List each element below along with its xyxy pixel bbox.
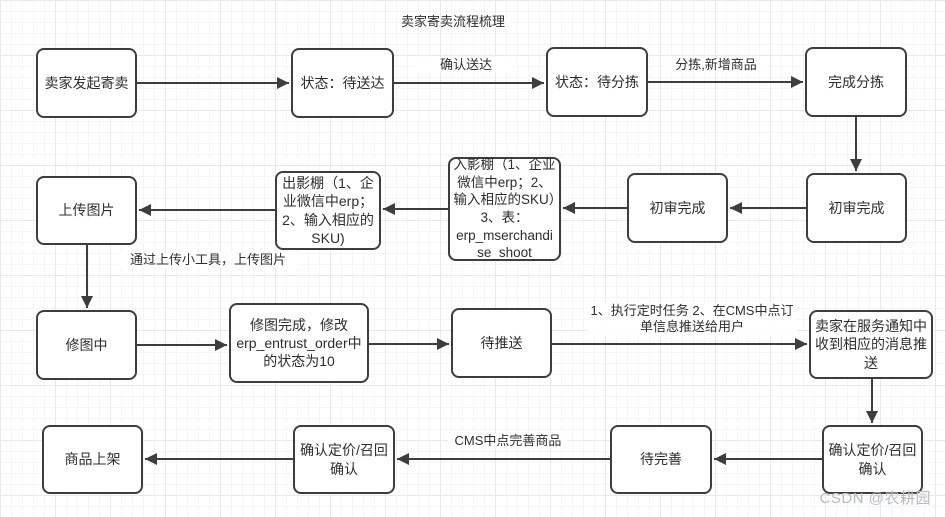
node-first-review-b: 初审完成	[806, 173, 907, 243]
edge-label-cms-complete-product: CMS中点完善商品	[448, 433, 568, 450]
node-product-listed: 商品上架	[42, 425, 143, 494]
node-retouching: 修图中	[36, 310, 137, 380]
edge-label-upload-via-tool: 通过上传小工具，上传图片	[118, 252, 298, 269]
node-wait-complete: 待完善	[610, 425, 712, 494]
node-seller-initiate: 卖家发起寄卖	[36, 48, 137, 118]
node-status-to-sort: 状态：待分拣	[546, 47, 648, 117]
diagram-title: 卖家寄卖流程梳理	[400, 14, 505, 29]
node-first-review-a: 初审完成	[627, 173, 728, 243]
node-wait-push: 待推送	[451, 308, 552, 378]
edge-label-sort-add-product: 分拣,新增商品	[666, 57, 766, 74]
node-retouch-done: 修图完成，修改erp_entrust_order中的状态为10	[229, 303, 369, 383]
edge-label-confirm-delivery: 确认送达	[416, 57, 516, 74]
node-upload-image: 上传图片	[36, 176, 137, 245]
node-status-to-deliver: 状态：待送达	[291, 48, 394, 118]
node-seller-notified: 卖家在服务通知中收到相应的消息推送	[809, 310, 933, 379]
node-confirm-price-b: 确认定价/召回确认	[822, 425, 923, 494]
csdn-watermark: CSDN @农耕园	[819, 490, 931, 507]
node-confirm-price-a: 确认定价/召回确认	[293, 425, 395, 494]
node-studio-in: 入影棚（1、企业微信中erp；2、输入相应的SKU）3、表：erp_mserch…	[448, 157, 561, 261]
edge-label-push-to-user: 1、执行定时任务 2、在CMS中点订单信息推送给用户	[587, 303, 797, 336]
node-studio-out: 出影棚（1、企业微信中erp；2、输入相应的SKU)	[275, 171, 381, 250]
node-sort-complete: 完成分拣	[805, 47, 907, 117]
